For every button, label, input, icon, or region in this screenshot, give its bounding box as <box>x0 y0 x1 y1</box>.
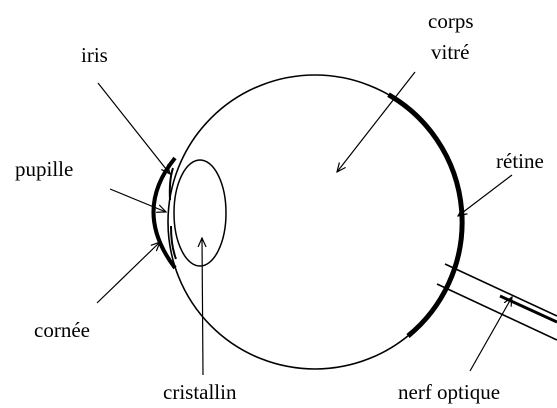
pointer-iris <box>97 82 170 174</box>
pointer-retine <box>458 174 513 216</box>
pointer-vitre <box>337 71 416 172</box>
lens <box>173 159 227 267</box>
pointer-nerf <box>469 297 512 372</box>
retina-arc <box>387 92 465 338</box>
label-cristallin: cristallin <box>163 380 237 404</box>
label-corps: corps <box>428 9 474 33</box>
label-retine: rétine <box>496 149 544 173</box>
pointer-cristallin <box>202 238 203 376</box>
pointer-pupille <box>109 188 166 212</box>
pointer-cornee <box>96 242 160 304</box>
label-iris: iris <box>81 43 108 67</box>
optic-nerve-outline <box>436 263 557 341</box>
iris-upper <box>168 167 174 201</box>
label-nerf: nerf optique <box>398 380 501 404</box>
label-vitre: vitré <box>431 40 470 64</box>
iris-lower <box>170 225 177 260</box>
label-cornee: cornée <box>34 318 90 342</box>
label-pupille: pupille <box>15 157 74 181</box>
